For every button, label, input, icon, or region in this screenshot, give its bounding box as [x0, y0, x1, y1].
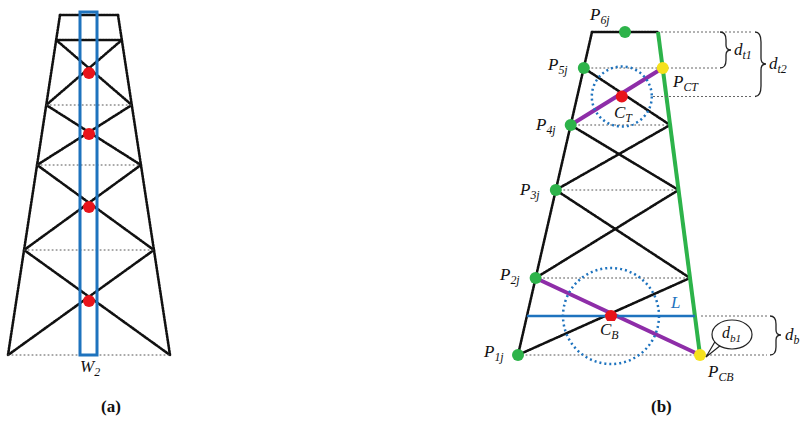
- diagonal-lines: [536, 68, 700, 355]
- main-letter: P: [484, 342, 494, 361]
- point-label: db: [784, 326, 800, 346]
- subscript: CT: [683, 80, 698, 94]
- window-w2: [80, 12, 97, 355]
- subscript: 2j: [510, 273, 519, 287]
- green-points: [512, 26, 631, 361]
- subscript: 5j: [558, 63, 567, 77]
- main-letter: C: [600, 320, 611, 339]
- bubble-ellipse: [712, 320, 752, 349]
- main-letter: d: [722, 324, 730, 341]
- point-label: P1j: [483, 343, 505, 363]
- main-letter: P: [708, 362, 718, 381]
- main-letter: P: [500, 265, 510, 284]
- point-label: dt2: [768, 55, 788, 75]
- main-letter: C: [614, 103, 625, 122]
- point-label: P5j: [547, 56, 569, 76]
- red-points-b: [605, 91, 628, 323]
- tower-b-point-cloud: [518, 32, 700, 355]
- subscript: 6j: [600, 13, 609, 27]
- point-label: dt1: [733, 41, 753, 61]
- point-label: P4j: [535, 116, 557, 136]
- point-label: P6j: [589, 6, 611, 26]
- point-label: W2: [79, 358, 101, 378]
- point-label: P2j: [499, 266, 521, 286]
- point-label: PCB: [707, 363, 735, 383]
- yellow-points: [657, 62, 706, 361]
- main-letter: P: [590, 5, 600, 24]
- callout-text: db1: [722, 325, 741, 344]
- panel-label: (a): [100, 398, 122, 418]
- edge-fit-line: [658, 32, 700, 355]
- guide-lines: [653, 32, 767, 355]
- subscript: b: [794, 333, 800, 347]
- subscript: t2: [778, 62, 787, 76]
- main-letter: d: [769, 54, 778, 73]
- dimension-braces: [720, 32, 781, 355]
- point-label: CT: [613, 104, 633, 124]
- search-circles: [563, 67, 659, 365]
- subscript: 4j: [546, 123, 555, 137]
- main-letter: P: [520, 180, 530, 199]
- main-letter: P: [548, 55, 558, 74]
- main-letter: P: [536, 115, 546, 134]
- main-letter: W: [80, 357, 94, 376]
- subscript: 2: [94, 365, 100, 379]
- subscript: 3j: [530, 188, 539, 202]
- main-letter: d: [785, 325, 794, 344]
- panel-label: (b): [650, 398, 673, 418]
- red-points-a: [83, 67, 95, 307]
- point-label: PCT: [672, 73, 699, 93]
- point-label: CB: [599, 321, 620, 341]
- subscript: 1j: [494, 350, 503, 364]
- main-letter: P: [673, 72, 683, 91]
- subscript: t1: [743, 48, 752, 62]
- point-label: P3j: [519, 181, 541, 201]
- subscript: CB: [718, 370, 733, 384]
- callout-bubble: db1: [712, 320, 752, 349]
- subscript: b1: [730, 332, 741, 344]
- main-letter: d: [734, 40, 743, 59]
- subscript: T: [625, 111, 632, 125]
- tower-a-point-cloud: [8, 15, 170, 355]
- point-label: L: [670, 294, 681, 314]
- subscript: B: [611, 328, 618, 342]
